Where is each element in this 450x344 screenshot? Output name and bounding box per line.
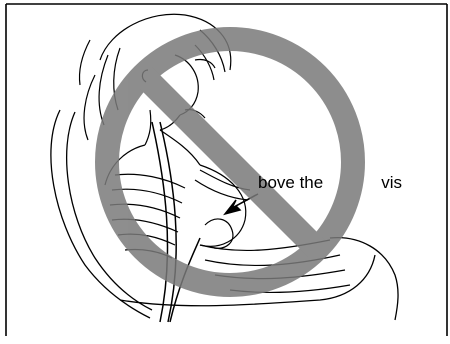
prohibition-symbol xyxy=(107,39,353,285)
seat-belt xyxy=(152,122,200,322)
annotation-text: bove the xyxy=(258,173,323,192)
annotation-tail-text: vis xyxy=(381,173,402,192)
annotation-label: bove the vis xyxy=(240,173,402,193)
